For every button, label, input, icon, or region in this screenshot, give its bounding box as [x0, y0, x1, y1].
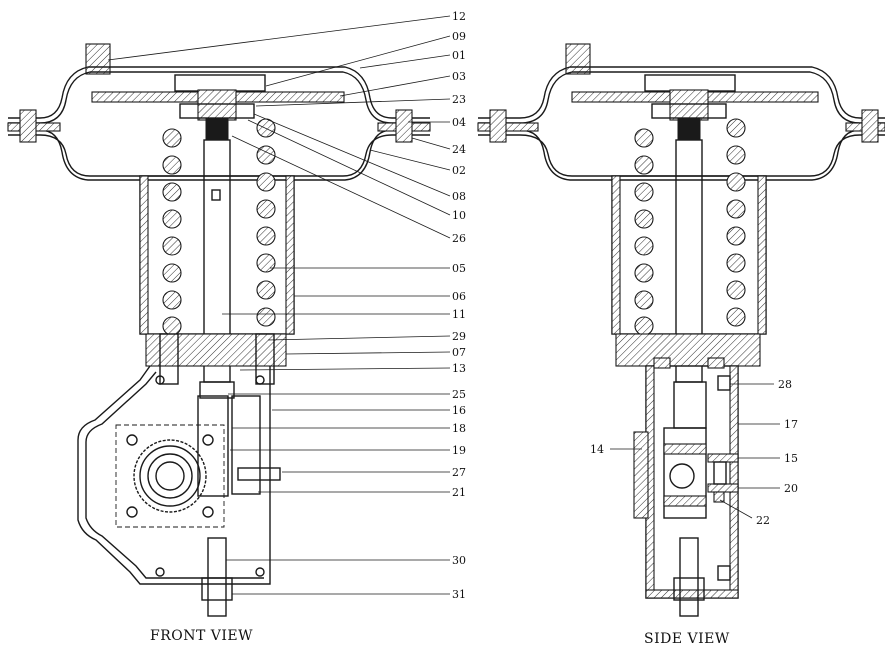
gear-box: [115, 424, 225, 528]
mounting-bracket: [77, 365, 271, 585]
callout-04: 04: [452, 116, 466, 129]
callout-13: 13: [452, 362, 466, 375]
flange-bolt-left: [19, 109, 37, 143]
pinion-gear: [133, 439, 207, 513]
callout-31: 31: [452, 588, 466, 601]
flange-bolt-right: [395, 109, 413, 143]
callout-07: 07: [452, 346, 466, 359]
callout-labels: 12 09 01 03 23 04 24 02 08 10 26 05 06 1…: [452, 10, 798, 601]
callout-05: 05: [452, 262, 466, 275]
stop-bolt: [207, 537, 227, 617]
leader-lines: [107, 15, 780, 595]
front-view-title: FRONT VIEW: [150, 628, 253, 644]
callout-12: 12: [452, 10, 466, 23]
callout-23: 23: [452, 93, 466, 106]
callout-29: 29: [452, 330, 466, 343]
front-view: [7, 43, 431, 617]
callout-17: 17: [784, 418, 798, 431]
yoke-base: [145, 333, 287, 367]
spring-coils: [162, 118, 276, 336]
callout-11: 11: [452, 308, 466, 321]
stem-nut: [197, 89, 237, 121]
side-view: [477, 43, 885, 617]
callout-02: 02: [452, 164, 466, 177]
callout-25: 25: [452, 388, 466, 401]
side-view-title: SIDE VIEW: [644, 631, 730, 647]
callout-09: 09: [452, 30, 466, 43]
callout-01: 01: [452, 49, 466, 62]
callout-03: 03: [452, 70, 466, 83]
callout-27: 27: [452, 466, 466, 479]
callout-20: 20: [784, 482, 798, 495]
upper-diaphragm-casing: [8, 66, 430, 119]
callout-22: 22: [756, 514, 770, 527]
callout-19: 19: [452, 444, 466, 457]
vent-fitting: [85, 43, 111, 75]
callout-16: 16: [452, 404, 466, 417]
callout-10: 10: [452, 209, 466, 222]
callout-21: 21: [452, 486, 466, 499]
gear-rack: [197, 395, 229, 497]
callout-30: 30: [452, 554, 466, 567]
callout-28: 28: [778, 378, 792, 391]
callout-14: 14: [590, 443, 604, 456]
callout-08: 08: [452, 190, 466, 203]
callout-26: 26: [452, 232, 466, 245]
callout-06: 06: [452, 290, 466, 303]
callout-15: 15: [784, 452, 798, 465]
callout-24: 24: [452, 143, 466, 156]
callout-18: 18: [452, 422, 466, 435]
